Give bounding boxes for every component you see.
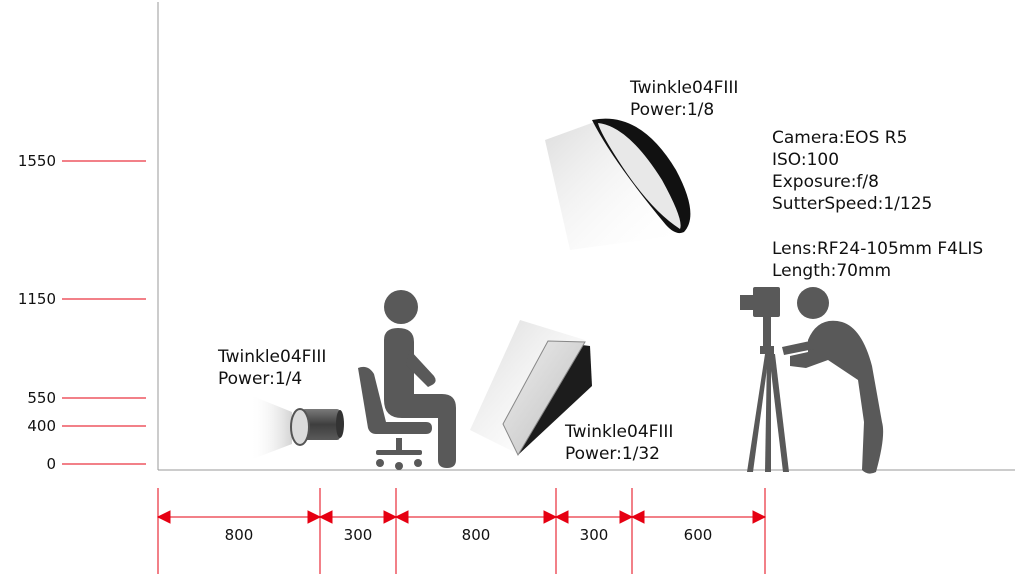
- fill-softbox: [470, 320, 592, 457]
- key-light-label: Twinkle04FIII Power:1/8: [630, 77, 738, 121]
- back-light-name: Twinkle04FIII: [218, 347, 327, 367]
- height-label-550: 550: [27, 389, 56, 407]
- lens-settings: Lens:RF24-105mm F4LIS Length:70mm: [772, 238, 983, 282]
- lens-length: Length:70mm: [772, 261, 892, 281]
- distance-label-1: 800: [224, 526, 254, 544]
- camera-model: Camera:EOS R5: [772, 128, 908, 148]
- camera-shutter: SutterSpeed:1/125: [772, 194, 933, 214]
- seated-subject: [358, 290, 456, 470]
- distance-label-2: 300: [343, 526, 373, 544]
- fill-light-power: Power:1/32: [565, 444, 661, 464]
- back-light-head: [250, 395, 344, 460]
- photographer: [782, 287, 884, 474]
- lens-model: Lens:RF24-105mm F4LIS: [772, 239, 984, 259]
- fill-light-name: Twinkle04FIII: [565, 422, 674, 442]
- fill-light-label: Twinkle04FIII Power:1/32: [565, 421, 673, 465]
- back-light-power: Power:1/4: [218, 369, 303, 389]
- distance-label-3: 800: [461, 526, 491, 544]
- height-ticks: [62, 160, 146, 465]
- key-light-power: Power:1/8: [630, 100, 715, 120]
- back-light-label: Twinkle04FIII Power:1/4: [218, 346, 326, 390]
- camera-iso: ISO:100: [772, 150, 840, 170]
- camera-tripod: [740, 287, 789, 472]
- height-label-1150: 1150: [17, 290, 56, 308]
- camera-settings: Camera:EOS R5 ISO:100 Exposure:f/8 Sutte…: [772, 127, 932, 215]
- distance-label-5: 600: [683, 526, 713, 544]
- key-light-name: Twinkle04FIII: [630, 78, 739, 98]
- distance-dimensions: [156, 488, 767, 574]
- camera-exposure: Exposure:f/8: [772, 172, 879, 192]
- height-label-1550: 1550: [17, 152, 56, 170]
- distance-label-4: 300: [579, 526, 609, 544]
- height-label-0: 0: [46, 455, 56, 473]
- height-label-400: 400: [27, 417, 56, 435]
- key-light-dish: [545, 118, 691, 250]
